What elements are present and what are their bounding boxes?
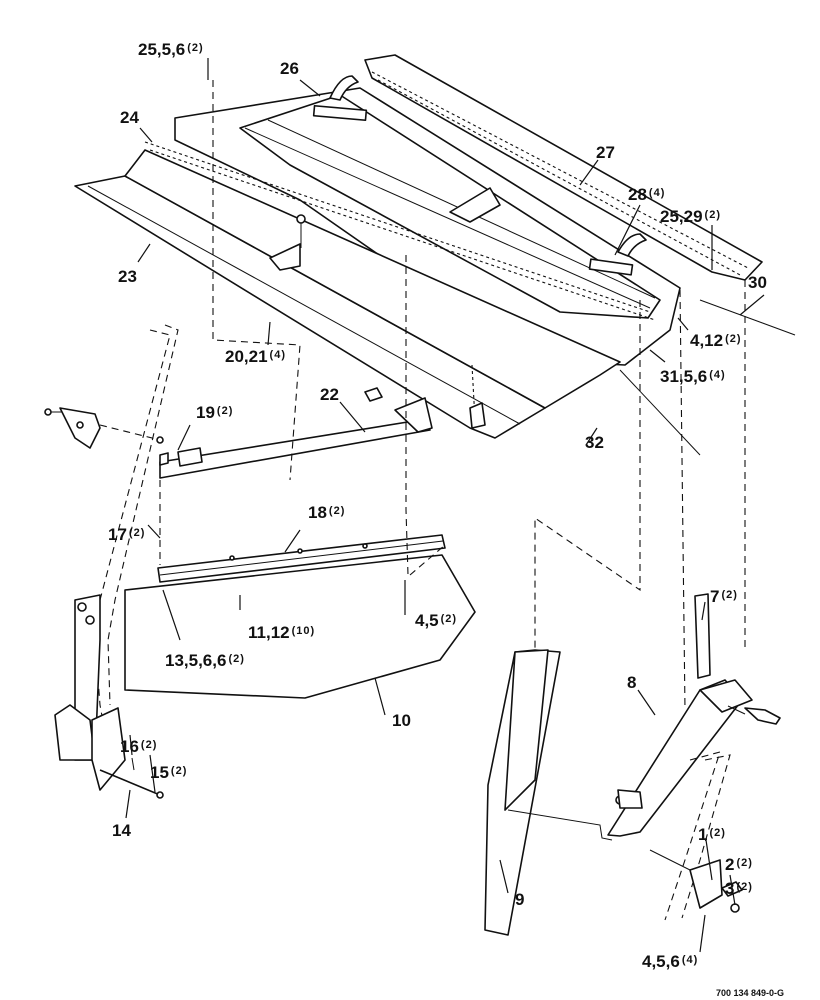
callout-8: 8 — [627, 673, 636, 692]
callout-11-12: 11,12(10) — [248, 623, 315, 642]
arm-8 — [607, 679, 781, 837]
callout-25-5-6: 25,5,6(2) — [138, 40, 204, 59]
callout-18: 18(2) — [308, 503, 345, 522]
shield-10 — [124, 554, 476, 699]
callout-9: 9 — [515, 890, 524, 909]
callout-25-29: 25,29(2) — [660, 207, 721, 226]
callout-4-5-6: 4,5,6(4) — [642, 952, 698, 971]
callout-4-5: 4,5(2) — [415, 611, 457, 630]
callouts: 25,5,6(2) 26 24 27 28(4) 25,29(2) 23 30 … — [108, 40, 784, 998]
callout-24: 24 — [120, 108, 139, 127]
callout-31-5-6: 31,5,6(4) — [660, 367, 726, 386]
callout-13-5-6-6: 13,5,6,6(2) — [165, 651, 245, 670]
callout-28: 28(4) — [628, 185, 665, 204]
callout-15: 15(2) — [150, 763, 187, 782]
callout-32: 32 — [585, 433, 604, 452]
callout-27: 27 — [596, 143, 615, 162]
figure-number: 700 134 849-0-G — [716, 988, 784, 998]
chain-7 — [694, 593, 711, 679]
arm-22 — [159, 387, 433, 479]
crossbar-18 — [157, 534, 446, 583]
callout-4-12: 4,12(2) — [690, 331, 742, 350]
deflector-23 — [74, 149, 621, 439]
callout-19: 19(2) — [196, 403, 233, 422]
callout-20-21: 20,21(4) — [225, 347, 286, 366]
pan-26 — [174, 75, 681, 366]
assembly-lines — [159, 80, 746, 711]
callout-3: 3(2) — [725, 879, 753, 898]
callout-26: 26 — [280, 59, 299, 78]
callout-16: 16(2) — [120, 737, 157, 756]
callout-1: 1(2) — [698, 825, 726, 844]
roller-chain-24 — [144, 141, 656, 321]
callout-23: 23 — [118, 267, 137, 286]
left-side-frame — [54, 324, 179, 791]
callout-7: 7(2) — [710, 587, 738, 606]
leader-lines — [125, 58, 765, 953]
side-sheet-9 — [484, 649, 613, 936]
callout-14: 14 — [112, 821, 131, 840]
callout-2: 2(2) — [725, 855, 753, 874]
callout-22: 22 — [320, 385, 339, 404]
rod-30-32 — [619, 299, 796, 456]
callout-30: 30 — [748, 273, 767, 292]
bracket-17 — [44, 407, 164, 449]
shaft-14-15-16 — [99, 757, 164, 799]
callout-10: 10 — [392, 711, 411, 730]
callout-17: 17(2) — [108, 525, 145, 544]
